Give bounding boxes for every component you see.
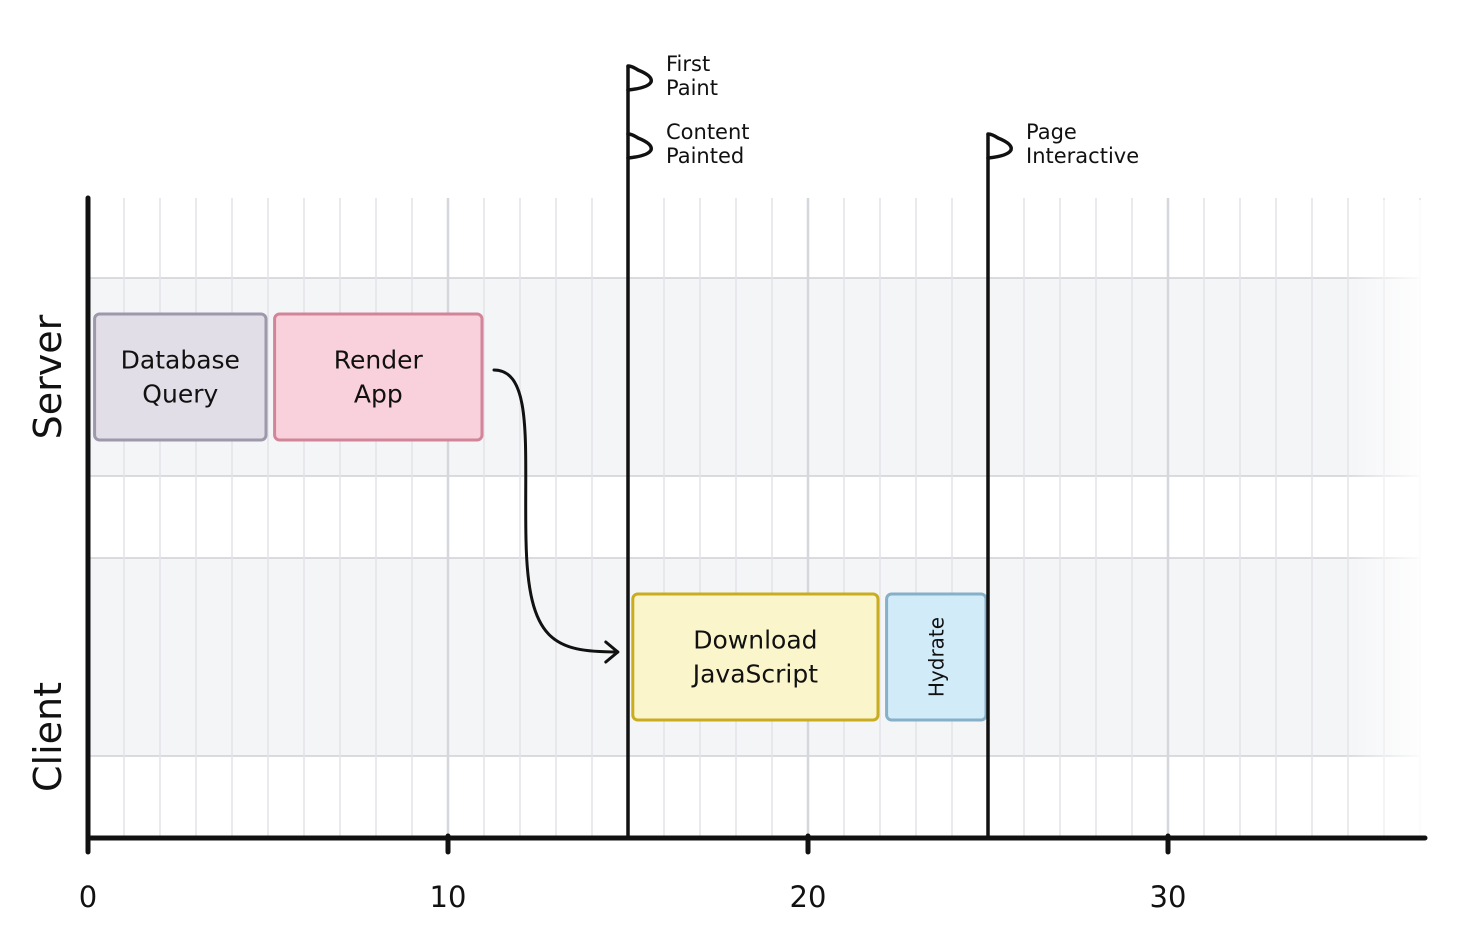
database-query-label-line: Query [142, 380, 218, 409]
lane-label-server: Server [26, 314, 70, 439]
first-paint-label-line: First [666, 52, 710, 76]
lane-label-client: Client [26, 682, 70, 792]
x-tick-label: 10 [430, 880, 467, 914]
time-axis: 0 10 20 30 [79, 195, 1428, 914]
hydrate-label: Hydrate [924, 617, 948, 697]
content-painted-label-line: Painted [666, 144, 744, 168]
handoff-arrow [492, 368, 620, 664]
task-boxes: DatabaseQueryRenderAppDownloadJavaScript… [93, 312, 988, 722]
hydrate-box [885, 592, 988, 722]
arrowhead-icon [604, 640, 620, 664]
database-query-box [93, 312, 268, 442]
content-painted-flag-icon [626, 132, 653, 160]
page-interactive-flag-icon [986, 132, 1013, 160]
download-javascript-label-line: JavaScript [691, 660, 819, 689]
database-query-label-line: Database [121, 346, 240, 375]
render-app-label-line: Render [334, 346, 424, 375]
hydrate-task: Hydrate [885, 592, 988, 722]
download-javascript-label-line: Download [693, 626, 817, 655]
render-app-label-line: App [354, 380, 403, 409]
grid-fade-overlay [1345, 200, 1430, 836]
render-app-box [273, 312, 484, 442]
first-paint-label-line: Paint [666, 76, 718, 100]
content-painted-label-line: Content [666, 120, 750, 144]
handoff-arrow-path [492, 368, 620, 654]
page-interactive-label-line: Page [1026, 120, 1077, 144]
x-tick-label: 30 [1150, 880, 1187, 914]
x-tick-label: 20 [790, 880, 827, 914]
download-javascript-box [631, 592, 880, 722]
x-tick-label: 0 [79, 880, 97, 914]
page-interactive-label-line: Interactive [1026, 144, 1139, 168]
first-paint-flag-icon [626, 64, 653, 92]
